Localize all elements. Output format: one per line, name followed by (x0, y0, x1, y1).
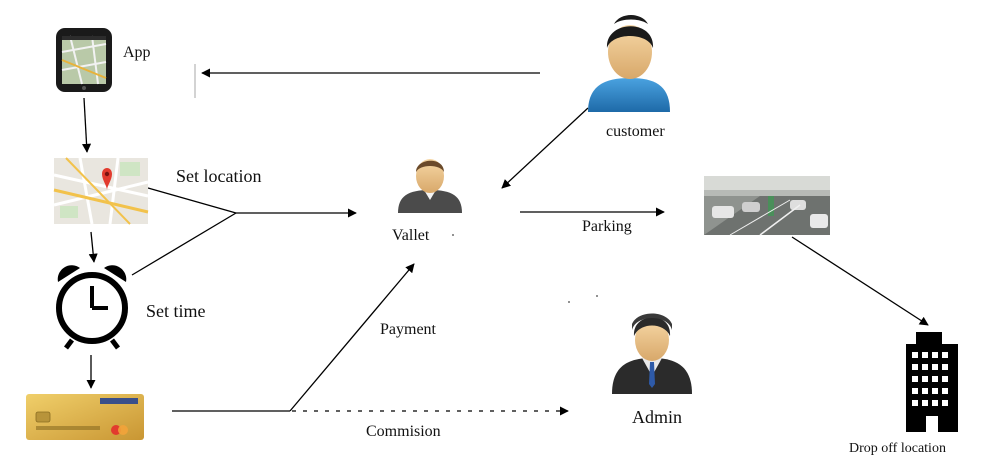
arrow-parking-to-dropoff (791, 236, 929, 326)
connector-location-join (147, 187, 237, 214)
arrow-customer-to-vallet (501, 107, 589, 189)
person-icon (588, 15, 670, 112)
speck (568, 301, 570, 303)
parking-garage-photo (704, 176, 830, 236)
connector-time-join (131, 212, 237, 276)
connectors (82, 64, 929, 416)
arrow-location-to-time (88, 231, 98, 263)
label-commision: Commision (366, 423, 441, 440)
businessman-icon (612, 313, 692, 394)
person-icon (398, 159, 462, 213)
map-pin-icon (53, 157, 149, 225)
label-admin: Admin (632, 407, 683, 427)
label-drop-off-location: Drop off location (849, 441, 946, 456)
credit-card-icon (26, 394, 144, 440)
label-customer: customer (606, 123, 665, 140)
label-vallet: Vallet (392, 227, 430, 244)
building-icon (906, 332, 958, 432)
arrow-app-to-location (82, 97, 92, 153)
label-set-location: Set location (176, 166, 262, 186)
label-set-time: Set time (146, 301, 206, 321)
alarm-clock-icon (56, 265, 128, 350)
arrow-payment-to-vallet (289, 263, 415, 412)
label-app: App (123, 44, 151, 61)
speck (596, 295, 598, 297)
label-parking: Parking (582, 218, 632, 235)
label-payment: Payment (380, 321, 436, 338)
smartphone-map-icon (56, 28, 112, 92)
speck (452, 234, 454, 236)
